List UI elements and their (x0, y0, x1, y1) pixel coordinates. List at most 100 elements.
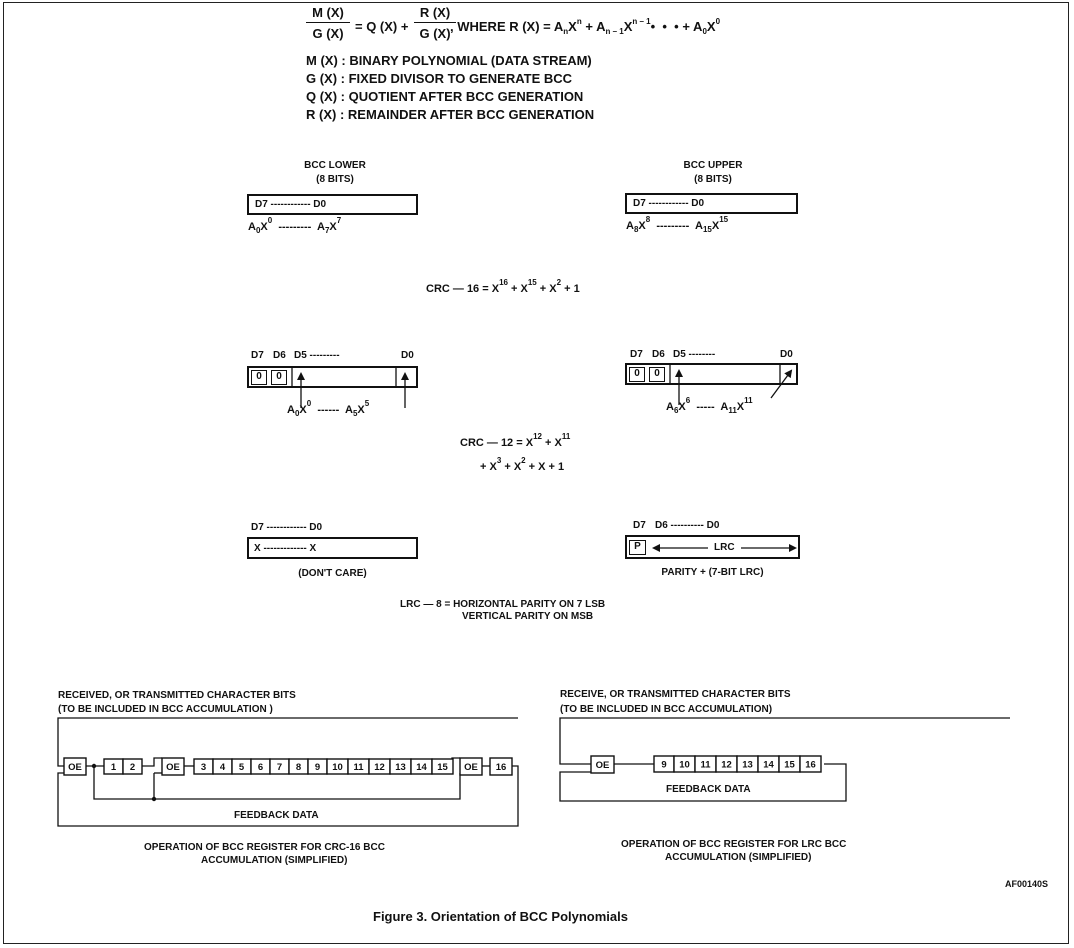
crc16-bit-cell-16-box (489, 757, 513, 776)
crc16-bit-cell-2-box (122, 758, 143, 775)
bcc-upper-register: D7 ------------ D0 (625, 193, 798, 214)
crc16-bit-cell-2-label: 2 (130, 762, 135, 773)
equation-where-text: , WHERE R (X) = A (450, 19, 564, 34)
lrc-bit-cell-16-box (799, 755, 822, 773)
lrc-bit-cell-12-label: 12 (721, 760, 732, 771)
figure-caption: Figure 3. Orientation of BCC Polynomials (373, 909, 628, 924)
range-dashes: ----- (696, 401, 715, 413)
crc16-bit-cell-11-label: 11 (353, 762, 364, 773)
crc12-left-bit6: 0 (271, 370, 287, 385)
crc16-register-label-line1: RECEIVED, OR TRANSMITTED CHARACTER BITS (58, 690, 296, 701)
equation-middle: = Q (X) + (355, 19, 409, 34)
crc16-junction-1 (91, 763, 97, 769)
definition-r: R (X) : REMAINDER AFTER BCC GENERATION (306, 107, 595, 122)
crc12-right-register (625, 363, 798, 385)
definition-q: Q (X) : QUOTIENT AFTER BCC GENERATION (306, 89, 584, 104)
bcc-lower-register-label: D7 ------------ D0 (255, 199, 327, 210)
lrc-left-caption: (DON'T CARE) (298, 568, 367, 579)
crc16-bit-cell-3-label: 3 (201, 762, 206, 773)
lrc-desc-line1: LRC — 8 = HORIZONTAL PARITY ON 7 LSB (400, 599, 606, 610)
bcc-lower-title: BCC LOWER (304, 160, 366, 171)
crc16-bit-cell-10-label: 10 (332, 762, 343, 773)
fraction-m-over-g: M (X) G (X) (306, 5, 350, 41)
crc12-left-register (247, 366, 418, 388)
crc16-wire-cells-oe2 (142, 757, 162, 767)
crc12-formula-line1-prefix: CRC — 12 = X (460, 437, 534, 449)
lrc-right-caption: PARITY + (7-BIT LRC) (661, 567, 764, 578)
lrc-left-register-label: X ------------- X (254, 543, 317, 554)
lrc-bit-cell-9-label: 9 (661, 760, 666, 771)
lrc-bit-cell-16-label: 16 (805, 760, 816, 771)
crc16-bit-cell-12-label: 12 (374, 762, 385, 773)
range-dashes: --------- (656, 220, 690, 232)
crc16-bit-cell-1-label: 1 (111, 762, 117, 773)
fraction-numerator: M (X) (306, 5, 350, 23)
bcc-upper-bits: (8 BITS) (694, 174, 732, 185)
lrc-oe-gate-box (590, 755, 615, 774)
lrc-oe-gate-label: OE (596, 760, 610, 771)
crc16-junction-2 (151, 796, 157, 802)
crc16-register-label-line2: (TO BE INCLUDED IN BCC ACCUMULATION ) (58, 704, 273, 715)
lrc-feedback-label: FEEDBACK DATA (666, 784, 751, 795)
bcc-lower-bits: (8 BITS) (316, 174, 354, 185)
crc12-left-d6: D6 (273, 350, 286, 361)
lrc-bit-cell-13-label: 13 (742, 760, 753, 771)
crc16-oe-gate-2-label: OE (166, 762, 180, 773)
crc12-right-bit6: 0 (649, 367, 665, 382)
crc16-bit-cell-15-box (431, 758, 454, 775)
bcc-upper-range: A8X8 --------- A15X15 (626, 215, 729, 234)
crc12-right-d0: D0 (780, 349, 793, 360)
lrc-input-line (559, 717, 1010, 765)
lrc-caption-line2: ACCUMULATION (SIMPLIFIED) (665, 852, 812, 863)
lrc-left-register: X ------------- X (247, 537, 418, 559)
bcc-lower-register: D7 ------------ D0 (247, 194, 418, 215)
crc16-bit-cell-13-label: 13 (395, 762, 406, 773)
fraction-denominator: G (X) (419, 26, 451, 41)
crc16-input-line (57, 717, 518, 767)
lrc-desc-line2: VERTICAL PARITY ON MSB (462, 611, 594, 622)
crc16-oe-gate-1-box (63, 757, 87, 776)
lrc-feedback-loop (559, 763, 847, 802)
crc16-caption-line2: ACCUMULATION (SIMPLIFIED) (201, 855, 348, 866)
crc12-right-range: A6X6 ----- A11X11 (666, 396, 753, 415)
crc16-bit-cell-15-label: 15 (437, 762, 448, 773)
crc16-bit-cell-6-label: 6 (258, 762, 263, 773)
crc12-left-d5: D5 --------- (294, 350, 340, 361)
crc12-left-d7: D7 (251, 350, 264, 361)
crc12-formula-line2-prefix: + X (480, 461, 497, 473)
fraction-r-over-g: R (X) G (X) (414, 5, 456, 41)
crc12-left-d0: D0 (401, 350, 414, 361)
crc16-feedback-branch (93, 766, 461, 800)
definition-m: M (X) : BINARY POLYNOMIAL (DATA STREAM) (306, 53, 592, 68)
lrc-left-header: D7 ------------ D0 (251, 522, 323, 533)
lrc-bit-cell-15-label: 15 (784, 760, 795, 771)
crc12-formula-line2: + X3 + X2 + X + 1 (480, 456, 565, 473)
crc16-bit-cell-16-label: 16 (496, 762, 507, 773)
lrc-bit-cell-10-label: 10 (679, 760, 690, 771)
crc12-right-d7: D7 (630, 349, 643, 360)
definition-g: G (X) : FIXED DIVISOR TO GENERATE BCC (306, 71, 573, 86)
crc16-bit-cell-8-label: 8 (296, 762, 301, 773)
crc16-bit-cell-4-label: 4 (220, 762, 226, 773)
crc16-bit-cell-14-label: 14 (416, 762, 427, 773)
crc12-right-d6: D6 (652, 349, 665, 360)
figure-frame (3, 2, 1069, 944)
crc16-bit-cell-5-label: 5 (239, 762, 245, 773)
lrc-register-label-line1: RECEIVE, OR TRANSMITTED CHARACTER BITS (560, 689, 791, 700)
crc16-oe-gate-1-label: OE (68, 762, 82, 773)
lrc-bit-cell-14-label: 14 (763, 760, 774, 771)
lrc-right-d6: D6 ---------- D0 (655, 520, 720, 531)
range-dashes: --------- (278, 221, 312, 233)
lrc-right-d7: D7 (633, 520, 646, 531)
crc12-right-bit7: 0 (629, 367, 645, 382)
crc16-formula: CRC — 16 = X16 + X15 + X2 + 1 (426, 278, 580, 295)
lrc-register-label-line2: (TO BE INCLUDED IN BCC ACCUMULATION) (560, 704, 773, 715)
crc12-right-d5: D5 -------- (673, 349, 716, 360)
crc12-left-range: A0X0 ------ A5X5 (287, 399, 370, 418)
crc16-oe-gate-3-box (459, 757, 483, 776)
bcc-lower-range: A0X0 --------- A7X7 (248, 216, 342, 235)
fraction-numerator: R (X) (414, 5, 456, 23)
